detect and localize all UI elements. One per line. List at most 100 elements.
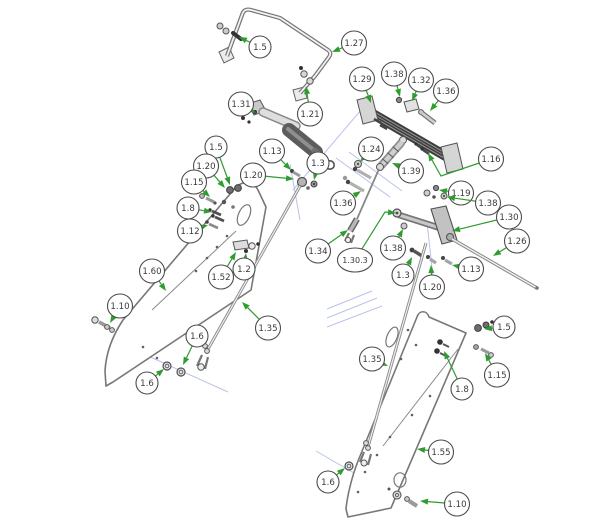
callout-1.5[interactable]: 1.5	[204, 135, 231, 185]
callout-bubble[interactable]	[477, 146, 505, 172]
leader-arrowhead	[420, 498, 429, 505]
callout-1.39[interactable]: 1.39	[392, 158, 425, 184]
callout-1.20[interactable]: 1.20	[418, 265, 446, 300]
callout-1.3[interactable]: 1.3	[306, 151, 330, 180]
callout-1.6[interactable]: 1.6	[135, 369, 164, 395]
callout-1.34[interactable]: 1.34	[304, 230, 349, 264]
callout-bubble[interactable]	[254, 315, 282, 341]
callout-bubble[interactable]	[397, 158, 425, 184]
callout-1.36[interactable]: 1.36	[430, 78, 460, 111]
callout-bubble[interactable]	[239, 162, 267, 188]
callout-bubble[interactable]	[176, 218, 204, 244]
callout-1.13[interactable]: 1.13	[258, 138, 292, 170]
callout-bubble[interactable]	[138, 258, 166, 284]
callout-1.6[interactable]: 1.6	[183, 324, 209, 365]
callout-1.35[interactable]: 1.35	[242, 302, 282, 341]
callout-label: 1.10	[447, 500, 466, 510]
leader-arrowhead	[242, 302, 250, 310]
callout-1.5[interactable]: 1.5	[484, 315, 516, 339]
callout-bubble[interactable]	[304, 238, 332, 264]
callout-1.32[interactable]: 1.32	[407, 67, 435, 101]
callout-bubble[interactable]	[185, 324, 209, 348]
callout-1.21[interactable]: 1.21	[296, 86, 324, 127]
callout-bubble[interactable]	[340, 30, 368, 56]
callout-1.38[interactable]: 1.38	[379, 229, 407, 261]
callout-bubble[interactable]	[296, 101, 324, 127]
callout-1.26[interactable]: 1.26	[493, 228, 531, 256]
callout-1.27[interactable]: 1.27	[332, 30, 368, 56]
callout-bubble[interactable]	[306, 151, 330, 175]
assembly-guide-lines	[147, 102, 435, 499]
callout-label: 1.6	[321, 478, 335, 488]
callout-bubble[interactable]	[336, 247, 374, 273]
callout-label: 1.10	[110, 302, 129, 312]
callout-bubble[interactable]	[357, 136, 385, 162]
callout-bubble[interactable]	[248, 35, 272, 59]
callout-label: 1.21	[300, 110, 319, 120]
callout-label: 1.8	[455, 385, 469, 395]
plate-holes	[141, 234, 229, 360]
callout-bubble[interactable]	[495, 204, 523, 230]
callout-bubble[interactable]	[207, 264, 235, 290]
callout-bubble[interactable]	[391, 263, 415, 287]
callout-1.38[interactable]: 1.38	[380, 61, 408, 97]
callout-bubble[interactable]	[329, 190, 357, 216]
callout-bubble[interactable]	[358, 346, 386, 372]
damper-assembly	[241, 99, 335, 190]
callout-bubble[interactable]	[180, 169, 208, 195]
callout-bubble[interactable]	[492, 315, 516, 339]
callout-bubble[interactable]	[432, 78, 460, 104]
callout-bubble[interactable]	[380, 61, 408, 87]
callout-bubble[interactable]	[379, 235, 407, 261]
callout-bubble[interactable]	[316, 470, 340, 494]
callout-1.10[interactable]: 1.10	[106, 293, 134, 323]
callout-1.8[interactable]: 1.8	[444, 351, 474, 401]
callout-1.10[interactable]: 1.10	[420, 491, 471, 517]
callout-1.16[interactable]: 1.16	[428, 146, 505, 177]
handlebar-fasteners	[216, 22, 314, 85]
callout-1.60[interactable]: 1.60	[138, 258, 167, 291]
callout-bubble[interactable]	[443, 491, 471, 517]
callout-1.5[interactable]: 1.5	[239, 35, 272, 59]
callout-bubble[interactable]	[503, 228, 531, 254]
callout-1.6[interactable]: 1.6	[316, 468, 345, 494]
callout-bubble[interactable]	[450, 377, 474, 401]
callout-label: 1.38	[478, 199, 497, 209]
leader-arrowhead	[183, 356, 190, 365]
callout-bubble[interactable]	[227, 91, 255, 117]
callout-1.15[interactable]: 1.15	[180, 169, 211, 197]
callout-1.2[interactable]: 1.2	[232, 253, 256, 281]
callout-bubble[interactable]	[135, 371, 159, 395]
callout-1.35[interactable]: 1.35	[358, 346, 389, 372]
callout-bubble[interactable]	[457, 256, 485, 282]
callout-label: 1.35	[258, 324, 277, 334]
callout-1.30.3[interactable]: 1.30.3	[336, 209, 397, 273]
callout-1.38[interactable]: 1.38	[447, 190, 502, 216]
callout-bubble[interactable]	[407, 67, 435, 93]
callout-bubble[interactable]	[106, 293, 134, 319]
callout-bubble[interactable]	[348, 66, 376, 92]
leader-arrowhead	[224, 176, 231, 185]
callout-bubble[interactable]	[418, 274, 446, 300]
callout-1.15[interactable]: 1.15	[483, 353, 511, 388]
callout-bubble[interactable]	[483, 362, 511, 388]
callout-bubble[interactable]	[258, 138, 286, 164]
callout-1.36[interactable]: 1.36	[329, 190, 362, 216]
callout-1.12[interactable]: 1.12	[176, 218, 209, 244]
callout-1.8[interactable]: 1.8	[176, 196, 212, 220]
leader-arrowhead	[283, 162, 291, 170]
callout-1.13[interactable]: 1.13	[452, 256, 485, 282]
callout-1.20[interactable]: 1.20	[239, 162, 295, 188]
leader-arrowhead	[444, 351, 451, 360]
callout-1.30[interactable]: 1.30	[452, 204, 523, 233]
callout-bubble[interactable]	[427, 439, 455, 465]
callout-1.3[interactable]: 1.3	[391, 257, 415, 287]
callout-label: 1.15	[487, 371, 506, 381]
callout-bubble[interactable]	[232, 257, 256, 281]
callout-bubble[interactable]	[474, 190, 502, 216]
callout-1.52[interactable]: 1.52	[207, 252, 237, 290]
callout-1.55[interactable]: 1.55	[417, 439, 455, 465]
callout-1.31[interactable]: 1.31	[227, 91, 257, 117]
callout-1.29[interactable]: 1.29	[348, 66, 376, 103]
callout-1.24[interactable]: 1.24	[357, 136, 385, 162]
